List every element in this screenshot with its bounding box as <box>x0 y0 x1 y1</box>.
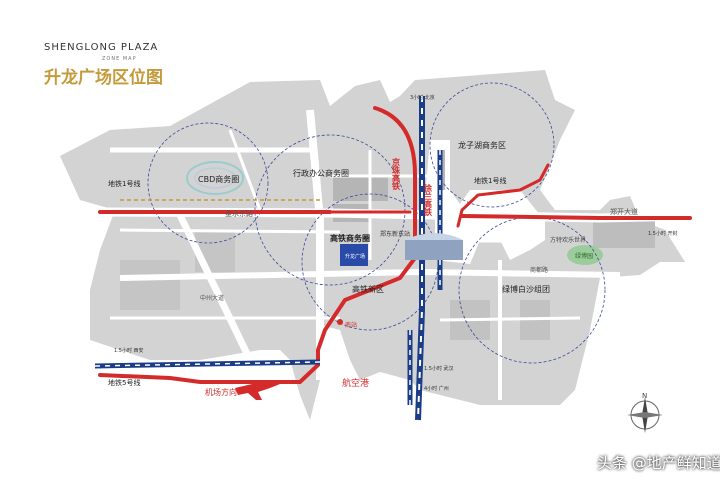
label-xulan: 徐兰高铁 <box>424 183 433 217</box>
road-minor-1 <box>119 228 341 234</box>
label-jinshui: 金水东路 <box>225 209 253 218</box>
time-south-a: 1.5小时 武汉 <box>424 365 454 372</box>
metro-line-5-route <box>98 106 417 384</box>
time-east: 1.5小时 开封 <box>648 230 678 237</box>
time-north: 3小时 北京 <box>410 94 435 101</box>
label-fangte: 方特欢乐世界 <box>550 236 586 244</box>
label-longzi: 龙子湖商务区 <box>458 140 506 150</box>
label-metro5: 地铁5号线 <box>108 378 140 387</box>
metro-line-1-east-branch <box>456 163 550 228</box>
road-ns-central <box>306 109 324 380</box>
cbd-ring <box>186 161 244 195</box>
label-lvbo: 绿博白沙组团 <box>502 284 550 294</box>
time-south-b: 4小时 广州 <box>424 385 449 392</box>
circle-cbd <box>147 122 269 244</box>
compass-icon <box>627 397 663 433</box>
station-roof <box>405 233 463 240</box>
label-jingzhu: 京珠高铁 <box>391 157 401 191</box>
label-plaza-marker: 升龙广场 <box>345 253 365 260</box>
road-minor-3 <box>439 316 581 322</box>
cbd-inner-ring <box>194 167 236 189</box>
label-zhengkai: 郑开大道 <box>610 207 638 216</box>
compass-n-label: N <box>642 392 647 400</box>
label-hsr: 高铁商务圈 <box>330 233 370 243</box>
south-station-dot <box>337 319 343 325</box>
circle-longzi <box>429 82 555 208</box>
circle-lvbo <box>458 216 606 364</box>
plaza-marker <box>340 244 368 266</box>
label-admin: 行政办公商务圈 <box>293 168 349 178</box>
road-zhongzhou <box>176 213 254 362</box>
time-labels: 3小时 北京 1.5小时 西安 1.5小时 武汉 4小时 广州 1.5小时 开封 <box>114 94 678 392</box>
jingzhu-hsr <box>415 96 425 421</box>
label-metro1-east: 地铁1号线 <box>474 176 506 185</box>
road-minor-5 <box>228 129 262 211</box>
rail-lines <box>98 106 692 384</box>
label-airport-port: 航空港 <box>342 377 369 389</box>
airplane-icon <box>235 380 280 400</box>
label-lvbo-park: 绿博园 <box>575 252 593 260</box>
label-hsr-new: 高铁新区 <box>352 284 384 294</box>
map-labels: CBD商务圈 行政办公商务圈 高铁商务圈 高铁新区 龙子湖商务区 绿博白沙组团 … <box>108 140 638 397</box>
zhengkai-red <box>460 214 692 220</box>
label-south-station: 南站 <box>345 321 357 329</box>
label-cbd: CBD商务圈 <box>198 174 239 184</box>
rail-labels: 京珠高铁 徐兰高铁 <box>391 157 433 217</box>
label-shangdu: 商都路 <box>530 266 548 274</box>
time-west: 1.5小时 西安 <box>114 347 144 354</box>
hsr-lines <box>94 96 443 421</box>
city-blocks <box>60 70 685 420</box>
metro-5-west-dashes <box>94 361 321 367</box>
label-east-station: 郑东新东站 <box>380 230 410 238</box>
title-en: SHENGLONG PLAZA <box>44 42 159 53</box>
lvbo-park <box>567 245 603 265</box>
subtitle-en: ZONE MAP <box>102 56 137 62</box>
label-airport-dir: 机场方向 <box>205 387 237 397</box>
title-zh: 升龙广场区位图 <box>44 68 163 88</box>
watermark: 头条 @地产鲜知道 <box>597 454 720 472</box>
station-building <box>405 240 463 260</box>
label-zhongzhou: 中州大道 <box>200 294 224 302</box>
label-metro1-west: 地铁1号线 <box>108 179 140 188</box>
hsr-station <box>340 233 463 266</box>
road-east-diag <box>448 217 540 243</box>
